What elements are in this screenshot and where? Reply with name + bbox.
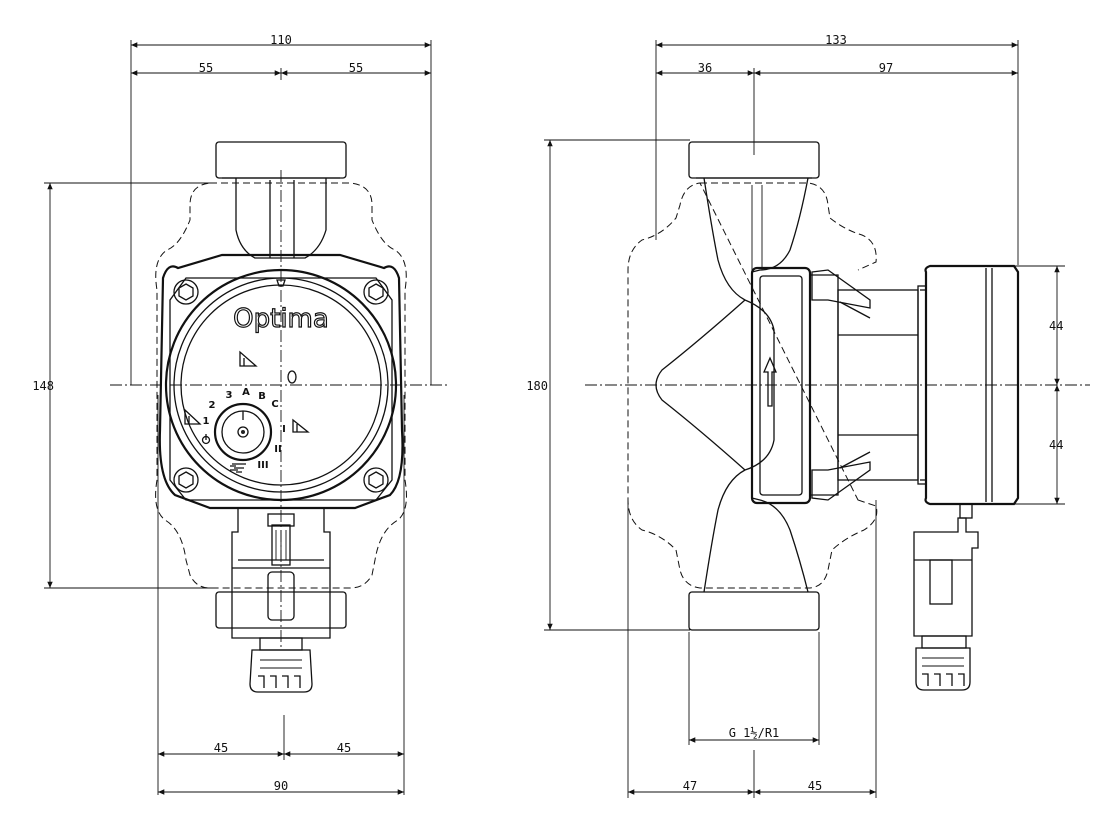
dial-mark-3: 3 <box>226 390 233 401</box>
dial-mark-i: I <box>282 424 286 435</box>
side-height-dimension <box>544 139 690 631</box>
dim-front-half-right-top: 55 <box>349 61 363 75</box>
dial-mark-1: 1 <box>203 416 210 427</box>
air-vent-icon <box>230 463 246 473</box>
indicator-led-icon <box>287 370 297 384</box>
flow-direction-arrow-icon <box>763 356 777 407</box>
dim-side-upper-head: 44 <box>1049 319 1063 333</box>
dial-mark-ii: II <box>274 444 281 455</box>
brand-label: Optima <box>233 304 329 334</box>
front-height-dimension <box>44 182 215 589</box>
dim-side-bottom-right: 45 <box>808 779 822 793</box>
front-housing-outline <box>155 182 407 589</box>
power-off-icon <box>201 434 211 445</box>
dial-mark-iii: III <box>257 460 268 471</box>
side-terminal-box <box>913 517 979 637</box>
side-cable-gland <box>915 635 971 691</box>
mode-right-icon <box>292 418 310 433</box>
speed-dial-knob[interactable] <box>213 402 273 462</box>
dim-side-bottom-left: 47 <box>683 779 697 793</box>
bolt-bottom-left-icon <box>173 467 199 493</box>
dial-mark-c: C <box>271 399 278 410</box>
side-control-head <box>917 264 1020 519</box>
front-bottom-dimensions <box>157 395 405 795</box>
bolt-top-right-icon <box>363 279 389 305</box>
side-motor-housing <box>750 266 919 505</box>
dim-front-total-width-top: 110 <box>270 33 292 47</box>
side-thread-dimension <box>688 632 820 745</box>
dial-mark-b: B <box>258 391 266 402</box>
dial-mark-a: A <box>242 387 250 398</box>
dim-side-right-top: 97 <box>879 61 893 75</box>
side-view: 133 36 97 180 44 44 <box>526 33 1090 798</box>
bolt-top-left-icon <box>173 279 199 305</box>
dim-front-height: 148 <box>32 379 54 393</box>
dim-front-half-right-bottom: 45 <box>337 741 351 755</box>
mode-left-icon <box>184 408 202 425</box>
dim-side-left-top: 36 <box>698 61 712 75</box>
dim-side-total-width-top: 133 <box>825 33 847 47</box>
front-top-dimensions <box>130 40 432 385</box>
dim-thread-size: G 1½/R1 <box>729 726 780 740</box>
dim-front-half-left-top: 55 <box>199 61 213 75</box>
dim-side-lower-head: 44 <box>1049 438 1063 452</box>
dim-side-height: 180 <box>526 379 548 393</box>
dim-front-half-left-bottom: 45 <box>214 741 228 755</box>
front-motor-head <box>158 253 404 510</box>
side-top-connector <box>688 141 820 179</box>
side-head-dimensions <box>1015 265 1065 505</box>
dial-mark-2: 2 <box>209 400 216 411</box>
side-bottom-connector <box>688 591 820 631</box>
side-housing-outline <box>627 182 878 589</box>
front-view: 110 55 55 148 <box>32 33 450 795</box>
side-bottom-dimensions <box>627 500 877 798</box>
front-cable-gland <box>249 637 313 693</box>
front-top-connector <box>215 141 347 259</box>
mode-proportional-icon <box>239 350 258 367</box>
front-bottom-connector <box>215 591 347 629</box>
dim-front-total-width-bottom: 90 <box>274 779 288 793</box>
bolt-bottom-right-icon <box>363 467 389 493</box>
